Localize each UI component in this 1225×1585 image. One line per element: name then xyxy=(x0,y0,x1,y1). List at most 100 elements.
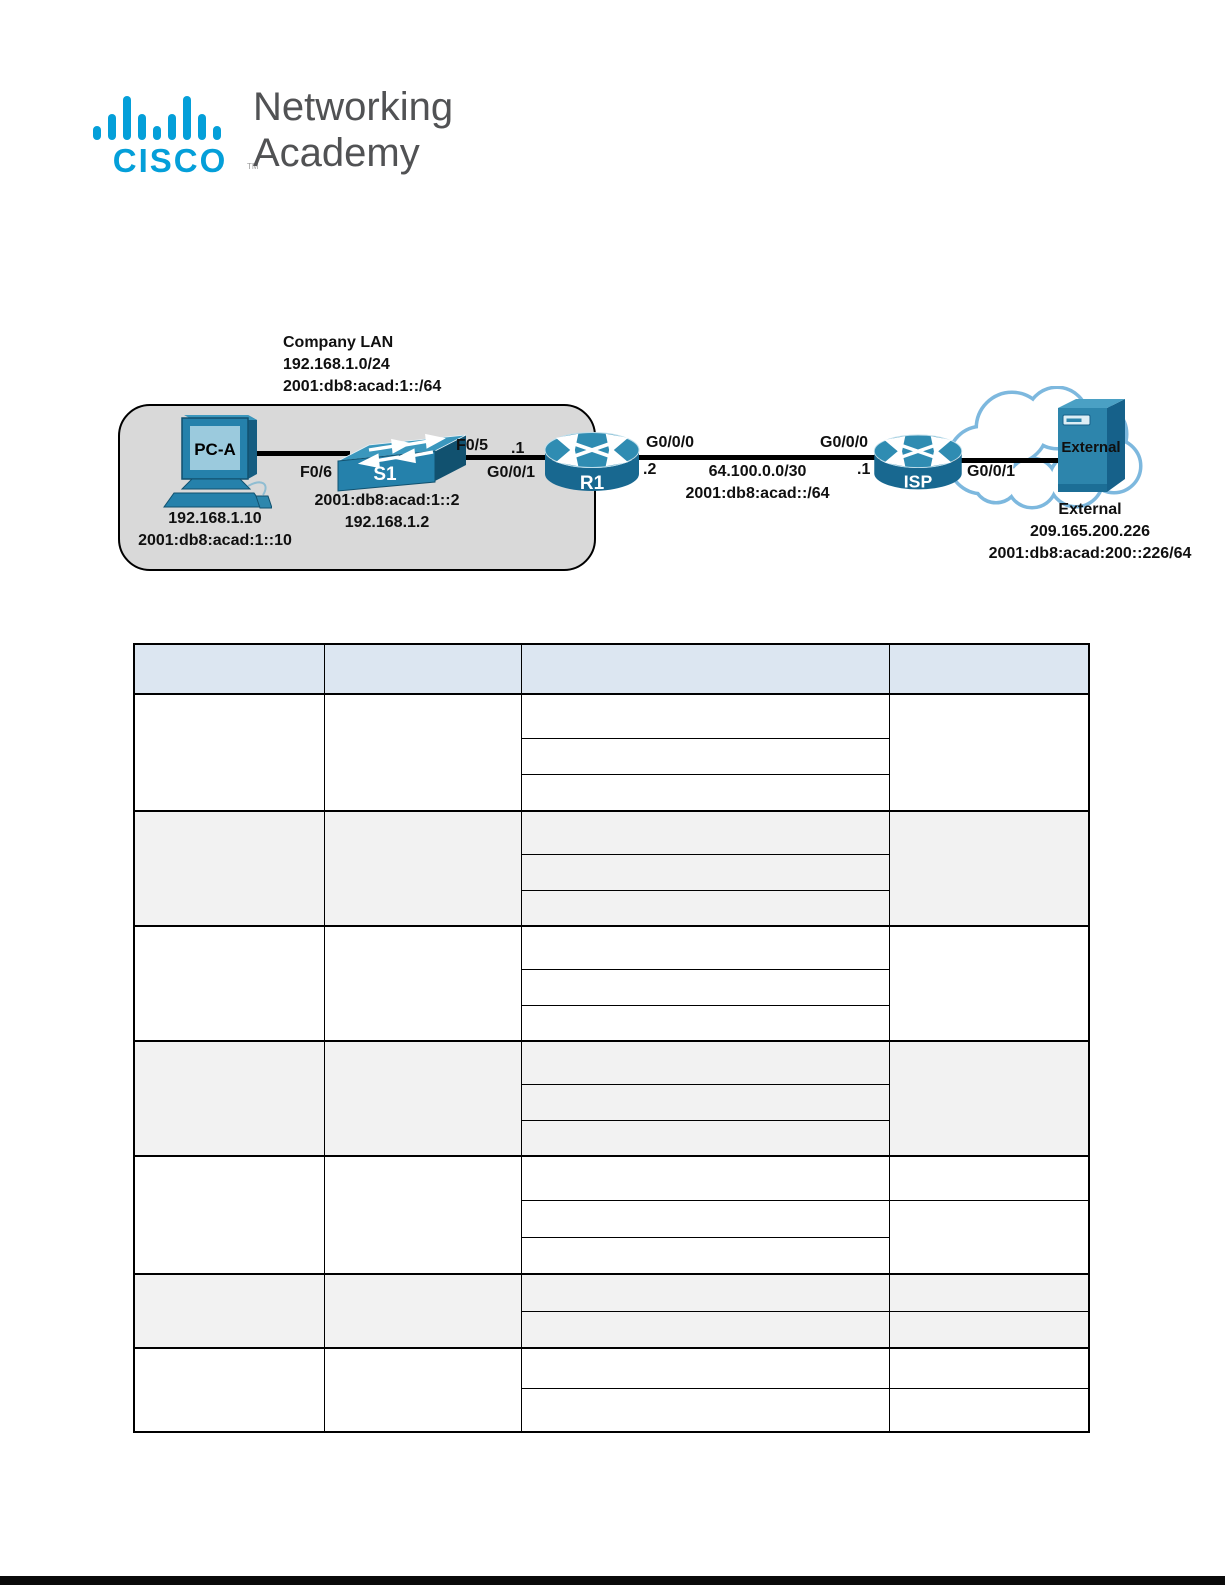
cable-isp-external xyxy=(940,458,1060,463)
addressing-table-cell-device xyxy=(133,1155,325,1275)
pc-ipv6-label: 2001:db8:acad:1::10 xyxy=(138,532,292,549)
addressing-table-row xyxy=(133,925,1090,1042)
pc-ipv4-label: 192.168.1.10 xyxy=(168,510,262,527)
addressing-table-row xyxy=(134,1004,1089,1042)
addressing-table-head xyxy=(133,643,1090,695)
cisco-networking-academy-logo: CISCO TM Networking Academy xyxy=(85,85,505,183)
addressing-table-cell-address xyxy=(520,773,890,812)
addressing-table-cell-address xyxy=(520,1040,890,1085)
addressing-table-cell-address xyxy=(520,925,890,970)
port-label-r1-g001: G0/0/1 xyxy=(487,464,536,481)
wan-subnet-labels: 64.100.0.0/30 2001:db8:acad::/64 xyxy=(660,461,855,505)
addressing-table-cell-interface xyxy=(323,1040,522,1157)
addressing-table-cell-address xyxy=(520,1004,890,1042)
cisco-wordmark: CISCO xyxy=(112,142,228,179)
addressing-table-cell-address xyxy=(520,1387,890,1433)
router-r1-name-label: R1 xyxy=(580,473,605,494)
router-isp-name-label: ISP xyxy=(904,472,933,492)
switch-address-labels: 2001:db8:acad:1::2 192.168.1.2 xyxy=(287,490,487,534)
port-label-isp-g001: G0/0/1 xyxy=(967,463,1016,480)
addressing-table-cell-interface xyxy=(323,693,522,812)
server-icon xyxy=(1058,399,1125,492)
company-lan-ipv6-subnet: 2001:db8:acad:1::/64 xyxy=(283,378,442,395)
company-lan-label: Company LAN 192.168.1.0/24 2001:db8:acad… xyxy=(283,332,441,398)
port-label-f05: F0/5 xyxy=(456,437,489,454)
switch-ipv4-label: 192.168.1.2 xyxy=(344,514,430,531)
addressing-table-row xyxy=(134,968,1089,1006)
addressing-table-row xyxy=(134,1387,1090,1433)
addressing-table-cell-device xyxy=(133,1347,325,1433)
cisco-logo-bar xyxy=(198,114,206,140)
port-label-f06: F0/6 xyxy=(300,464,333,481)
company-lan-name: Company LAN xyxy=(283,334,394,351)
addressing-table-cell-gateway xyxy=(888,1310,1090,1349)
addressing-table-cell-address xyxy=(520,1273,890,1312)
server-face-label: External xyxy=(1061,439,1121,456)
pc-address-labels: 192.168.1.10 2001:db8:acad:1::10 xyxy=(110,508,320,552)
addressing-table-cell-device xyxy=(133,925,325,1042)
cisco-logo-bar xyxy=(138,114,146,140)
addressing-table-cell-interface xyxy=(323,1155,522,1275)
addressing-table-cell-address xyxy=(520,1347,890,1389)
cisco-logo-bar xyxy=(123,96,131,140)
addressing-table-row xyxy=(133,1273,1090,1349)
addressing-table-cell-address xyxy=(520,1119,890,1157)
addressing-table-row xyxy=(133,1155,1090,1275)
cable-r1-isp xyxy=(618,455,893,460)
addressing-table-row xyxy=(134,889,1089,927)
port-label-r1-g000: G0/0/0 xyxy=(646,434,695,451)
router-r1-icon: R1 xyxy=(544,432,640,494)
addressing-table-cell-gateway xyxy=(888,1387,1090,1433)
addressing-table-cell-address xyxy=(520,1083,890,1121)
addressing-table-cell-device xyxy=(133,1040,325,1157)
addressing-table-cell-address xyxy=(520,968,890,1006)
addressing-table-cell-address xyxy=(520,810,890,855)
addressing-table-row xyxy=(133,1040,1090,1157)
wan-ipv6-subnet-label: 2001:db8:acad::/64 xyxy=(685,485,830,502)
cisco-logo-bar xyxy=(93,126,101,140)
addressing-table-cell-interface xyxy=(323,810,522,927)
academy-text: Academy xyxy=(253,131,420,175)
addressing-table-header-cell xyxy=(323,643,522,695)
pc-icon: PC-A xyxy=(163,415,272,509)
addressing-table-cell-address xyxy=(520,1236,890,1275)
cable-pca-s1 xyxy=(250,451,350,456)
addressing-table-row xyxy=(134,1310,1090,1349)
addressing-table-cell-address xyxy=(520,1310,890,1349)
ip-label-isp-wan: .1 xyxy=(857,461,871,478)
addressing-table-cell-interface xyxy=(323,925,522,1042)
addressing-table xyxy=(133,643,1090,1433)
addressing-table-cell-gateway xyxy=(888,810,1090,927)
cisco-logo-bar xyxy=(153,126,161,140)
addressing-table-cell-address xyxy=(520,1199,890,1238)
addressing-table-cell-interface xyxy=(323,1273,522,1349)
addressing-table-row xyxy=(134,1199,1090,1275)
addressing-table-cell-address xyxy=(520,889,890,927)
trademark-symbol: TM xyxy=(247,162,259,171)
addressing-table-cell-address xyxy=(520,1155,890,1201)
addressing-table-cell-address xyxy=(520,853,890,891)
cable-s1-r1 xyxy=(450,455,568,460)
switch-icon: S1 xyxy=(337,433,467,492)
server-ipv6-label: 2001:db8:acad:200::226/64 xyxy=(988,545,1192,562)
server-ipv4-label: 209.165.200.226 xyxy=(1029,523,1151,540)
addressing-table-cell-device xyxy=(133,693,325,812)
addressing-table-header-cell xyxy=(133,643,325,695)
company-lan-ipv4-subnet: 192.168.1.0/24 xyxy=(283,356,390,373)
addressing-table-row xyxy=(134,853,1089,891)
addressing-table-row xyxy=(133,810,1090,927)
server-address-labels: External 209.165.200.226 2001:db8:acad:2… xyxy=(965,499,1215,565)
cisco-logo-bar xyxy=(213,126,221,140)
addressing-table-header-cell xyxy=(888,643,1090,695)
cisco-logo-bar xyxy=(108,114,116,140)
port-label-isp-g000: G0/0/0 xyxy=(820,434,869,451)
addressing-table-row xyxy=(134,773,1089,812)
ip-label-r1-wan: .2 xyxy=(643,461,657,478)
addressing-table-cell-interface xyxy=(323,1347,522,1433)
addressing-table-cell-gateway xyxy=(888,1155,1090,1201)
addressing-table-row xyxy=(134,1119,1089,1157)
cisco-logo-bar xyxy=(183,96,191,140)
addressing-table-cell-gateway xyxy=(888,1199,1090,1275)
page-edge-bar xyxy=(0,1576,1225,1585)
